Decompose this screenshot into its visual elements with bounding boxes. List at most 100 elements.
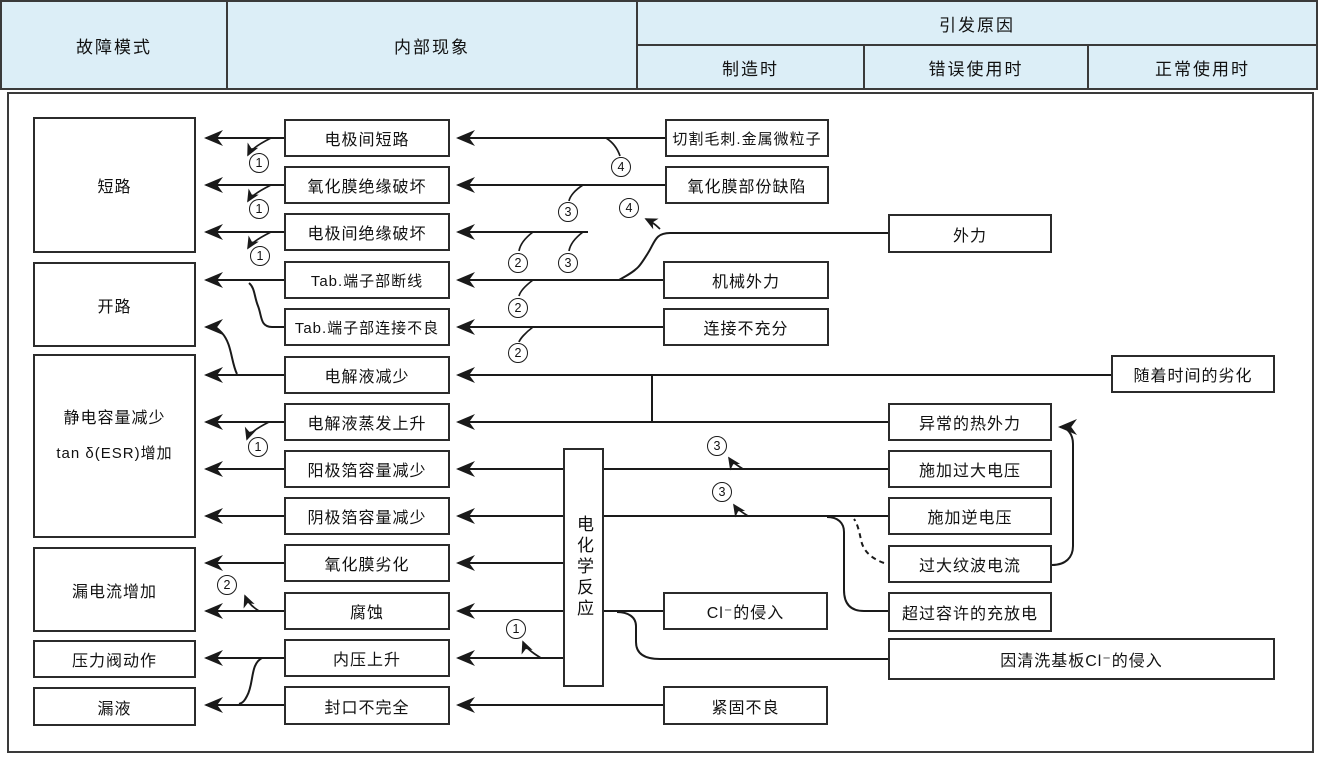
cause-label: 随着时间的劣化 [1133,368,1253,385]
marker-number: 2 [514,346,522,360]
failure-mode-pressure-valve: 压力阀动作 [33,640,196,678]
phenomenon-label: 电解液减少 [324,369,410,386]
marker-circle-2: 2 [508,253,528,273]
header-internal-phenomenon-label: 内部现象 [394,37,470,57]
phenomenon-internal-pressure-rise: 内压上升 [284,639,450,677]
phenomenon-tab-terminal-break: Tab.端子部断线 [284,261,450,299]
marker-circle-1: 1 [506,619,526,639]
phenomenon-label: 腐蚀 [349,605,384,622]
cause-degradation-over-time: 随着时间的劣化 [1111,355,1275,393]
header-cell-misuse: 错误使用时 [863,44,1089,90]
marker-circle-4: 4 [611,157,631,177]
phenomenon-label: Tab.端子部断线 [310,272,424,290]
phenomenon-label: 封口不完全 [324,699,410,717]
phenomenon-label: 阳极箔容量减少 [307,463,427,480]
header-causes-label: 引发原因 [939,15,1015,35]
esr-increase-label: tan δ(ESR)增加 [56,445,173,462]
phenomenon-electrode-short: 电极间短路 [284,119,450,157]
leakage-current-label: 漏电流增加 [71,583,157,601]
marker-number: 3 [713,439,721,453]
cause-excessive-ripple-current: 过大纹波电流 [888,545,1052,583]
short-circuit-label: 短路 [97,179,132,196]
phenomenon-corrosion: 腐蚀 [284,592,450,630]
cause-label: 施加逆电压 [927,510,1013,527]
phenomenon-label: 电解液蒸发上升 [307,416,427,433]
cause-mechanical-force: 机械外力 [663,261,829,299]
cause-label: 机械外力 [711,274,780,291]
marker-number: 4 [617,160,625,174]
phenomenon-electrode-insulation-breakdown: 电极间绝缘破坏 [284,213,450,251]
cause-excessive-voltage: 施加过大电压 [888,450,1052,488]
cause-oxide-film-partial-defect: 氧化膜部份缺陷 [665,166,829,204]
header-cell-failure-mode: 故障模式 [0,0,228,90]
marker-circle-3: 3 [707,436,727,456]
header-cell-normal-use: 正常使用时 [1087,44,1318,90]
marker-number: 4 [625,201,633,215]
marker-number: 1 [255,156,263,170]
marker-number: 2 [514,256,522,270]
marker-circle-3: 3 [558,253,578,273]
marker-number: 1 [254,440,262,454]
phenomenon-incomplete-sealing: 封口不完全 [284,686,450,725]
marker-circle-2: 2 [217,575,237,595]
phenomenon-electrolyte-decrease: 电解液减少 [284,356,450,394]
failure-mode-capacitance-esr: 静电容量减少 tan δ(ESR)增加 [33,354,196,538]
phenomenon-oxide-insulation-breakdown: 氧化膜绝缘破坏 [284,166,450,204]
marker-number: 3 [718,485,726,499]
marker-number: 1 [255,202,263,216]
cause-label: 因清洗基板Cl⁻的侵入 [1000,653,1163,670]
failure-mode-short-circuit: 短路 [33,117,196,253]
phenomenon-anode-foil-capacity-decrease: 阳极箔容量减少 [284,450,450,488]
phenomenon-electrolyte-evaporation: 电解液蒸发上升 [284,403,450,441]
cause-insufficient-connection: 连接不充分 [663,308,829,346]
cause-cutting-burr-metal-particles: 切割毛刺.金属微粒子 [665,119,829,157]
phenomenon-label: 氧化膜绝缘破坏 [307,179,427,196]
header-cell-internal-phenomenon: 内部现象 [226,0,638,90]
cause-over-allowed-charge-discharge: 超过容许的充放电 [888,592,1052,632]
marker-circle-1: 1 [249,199,269,219]
phenomenon-cathode-foil-capacity-decrease: 阴极箔容量减少 [284,497,450,535]
header-misuse-label: 错误使用时 [928,59,1024,79]
header-cell-causes: 引发原因 [636,0,1318,46]
failure-mode-liquid-leakage: 漏液 [33,687,196,726]
phenomenon-label: 电极间绝缘破坏 [307,226,427,243]
open-circuit-label: 开路 [97,298,132,316]
phenomenon-label: 电极间短路 [324,132,410,149]
phenomenon-label: 内压上升 [332,652,401,669]
capacitance-decrease-label: 静电容量减少 [63,410,166,427]
marker-number: 3 [564,205,572,219]
phenomenon-oxide-film-degradation: 氧化膜劣化 [284,544,450,582]
marker-number: 1 [512,622,520,636]
cause-label: 切割毛刺.金属微粒子 [672,130,822,148]
cause-label: 紧固不良 [711,699,780,717]
cause-poor-fastening: 紧固不良 [663,686,828,725]
cause-abnormal-thermal-force: 异常的热外力 [888,403,1052,441]
header-normal-use-label: 正常使用时 [1155,59,1250,79]
cause-external-force: 外力 [888,214,1052,253]
marker-number: 2 [514,301,522,315]
cause-label: 施加过大电压 [918,463,1021,480]
phenomenon-tab-terminal-poor-connection: Tab.端子部连接不良 [284,308,450,346]
marker-circle-2: 2 [508,343,528,363]
marker-number: 3 [564,256,572,270]
cause-label: 异常的热外力 [918,416,1021,433]
failure-mode-open-circuit: 开路 [33,262,196,347]
cause-label: Cl⁻的侵入 [706,605,785,622]
cause-label: 过大纹波电流 [918,558,1021,575]
marker-circle-4: 4 [619,198,639,218]
marker-circle-3: 3 [558,202,578,222]
cause-label: 氧化膜部份缺陷 [687,179,807,196]
marker-circle-1: 1 [248,437,268,457]
header-failure-mode-label: 故障模式 [76,37,152,57]
phenomenon-label: 氧化膜劣化 [324,557,410,574]
header-cell-manufacturing: 制造时 [636,44,865,90]
marker-circle-1: 1 [249,153,269,173]
electrochemical-reaction-label: 电化学反应 [574,515,593,620]
liquid-leakage-label: 漏液 [97,700,132,718]
cause-label: 连接不充分 [703,321,789,338]
marker-circle-1: 1 [250,246,270,266]
marker-circle-3: 3 [712,482,732,502]
failure-mode-leakage-current: 漏电流增加 [33,547,196,632]
